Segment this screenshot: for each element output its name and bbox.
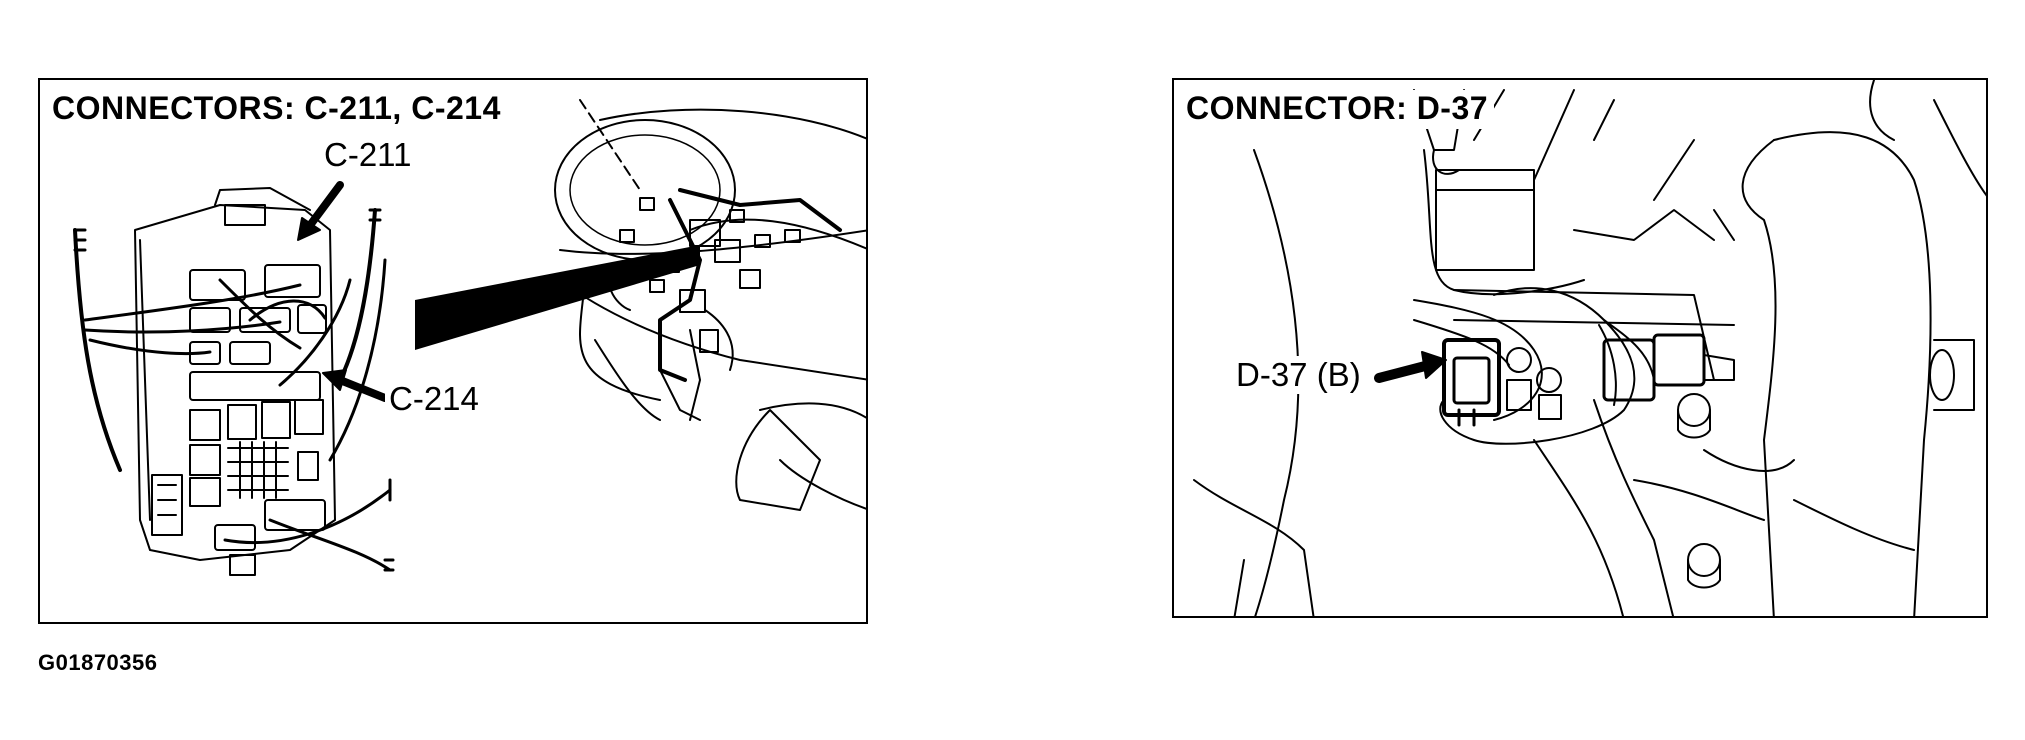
connector-d37-panel: CONNECTOR: D-37 D-37 (B) xyxy=(1172,78,1988,618)
left-panel-title: CONNECTORS: C-211, C-214 xyxy=(52,90,507,129)
engine-bay-illustration xyxy=(1193,80,1986,616)
connectors-c211-c214-panel: CONNECTORS: C-211, C-214 C-211 C-214 xyxy=(38,78,868,624)
callout-d37: D-37 (B) xyxy=(1232,356,1365,394)
fuse-block-illustration xyxy=(73,99,866,576)
figure-code: G01870356 xyxy=(38,650,158,675)
callout-c211: C-211 xyxy=(320,136,416,174)
right-panel-title: CONNECTOR: D-37 xyxy=(1186,90,1495,129)
callout-c214: C-214 xyxy=(385,380,483,418)
